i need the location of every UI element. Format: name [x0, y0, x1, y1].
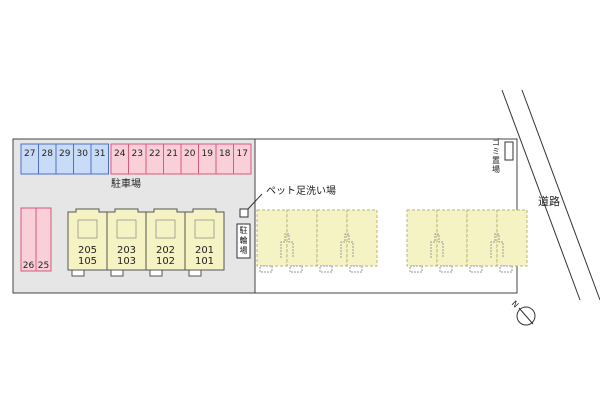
pet-wash-label: ペット足洗い場 [266, 184, 336, 197]
unit-number-upper: 202 [156, 245, 175, 256]
parking-space-number: 26 [23, 261, 35, 271]
parking-space [233, 143, 252, 175]
pet-wash-marker [239, 208, 249, 218]
svg-text:N: N [510, 299, 521, 310]
parking-label: 駐車場 [111, 177, 141, 190]
neighbor-unit [316, 209, 348, 267]
garbage-box [504, 141, 514, 161]
parking-space-number: 24 [114, 149, 126, 159]
parking-space-number: 28 [42, 149, 54, 159]
neighbor-unit [436, 209, 468, 267]
unit-number-lower: 102 [156, 256, 175, 267]
neighbor-unit [346, 209, 378, 267]
parking-space-number: 17 [237, 149, 248, 159]
parking-space-number: 22 [149, 149, 160, 159]
parking-row-pink: 24 23 22 21 20 19 18 17 [110, 143, 252, 175]
parking-space-number: 19 [202, 149, 214, 159]
north-arrow-icon: N [510, 299, 536, 326]
parking-space-number: 25 [38, 261, 49, 271]
bicycle-parking-label: 駐輪場 [240, 225, 248, 255]
bicycle-parking [236, 223, 251, 259]
pet-wash-leader [247, 193, 263, 210]
unit-number-upper: 201 [195, 245, 214, 256]
neighbor-unit [466, 209, 498, 267]
unit-number-lower: 105 [78, 256, 97, 267]
parking-space [35, 207, 52, 272]
neighbor-unit [406, 209, 438, 267]
unit-number-lower: 103 [117, 256, 136, 267]
parking-space-number: 18 [219, 149, 231, 159]
parking-space-number: 27 [24, 149, 35, 159]
parking-space-number: 30 [77, 149, 89, 159]
parking-space-number: 29 [59, 149, 71, 159]
parking-space [90, 143, 109, 175]
unit-number-lower: 101 [195, 256, 214, 267]
neighbor-unit [286, 209, 318, 267]
parking-row-blue: 27 28 29 30 31 [20, 143, 109, 175]
parking-space-number: 20 [184, 149, 196, 159]
road: 道路 [501, 89, 600, 301]
road-label: 道路 [538, 194, 560, 208]
parking-space-number: 31 [94, 149, 105, 159]
parking-space-number: 23 [132, 149, 143, 159]
unit-number-upper: 205 [78, 245, 97, 256]
neighbor-unit [256, 209, 288, 267]
garbage-label: ゴミ置場 [492, 137, 500, 174]
neighbor-buildings [256, 209, 528, 273]
parking-space-number: 21 [167, 149, 178, 159]
neighbor-unit [496, 209, 528, 267]
unit-number-upper: 203 [117, 245, 136, 256]
